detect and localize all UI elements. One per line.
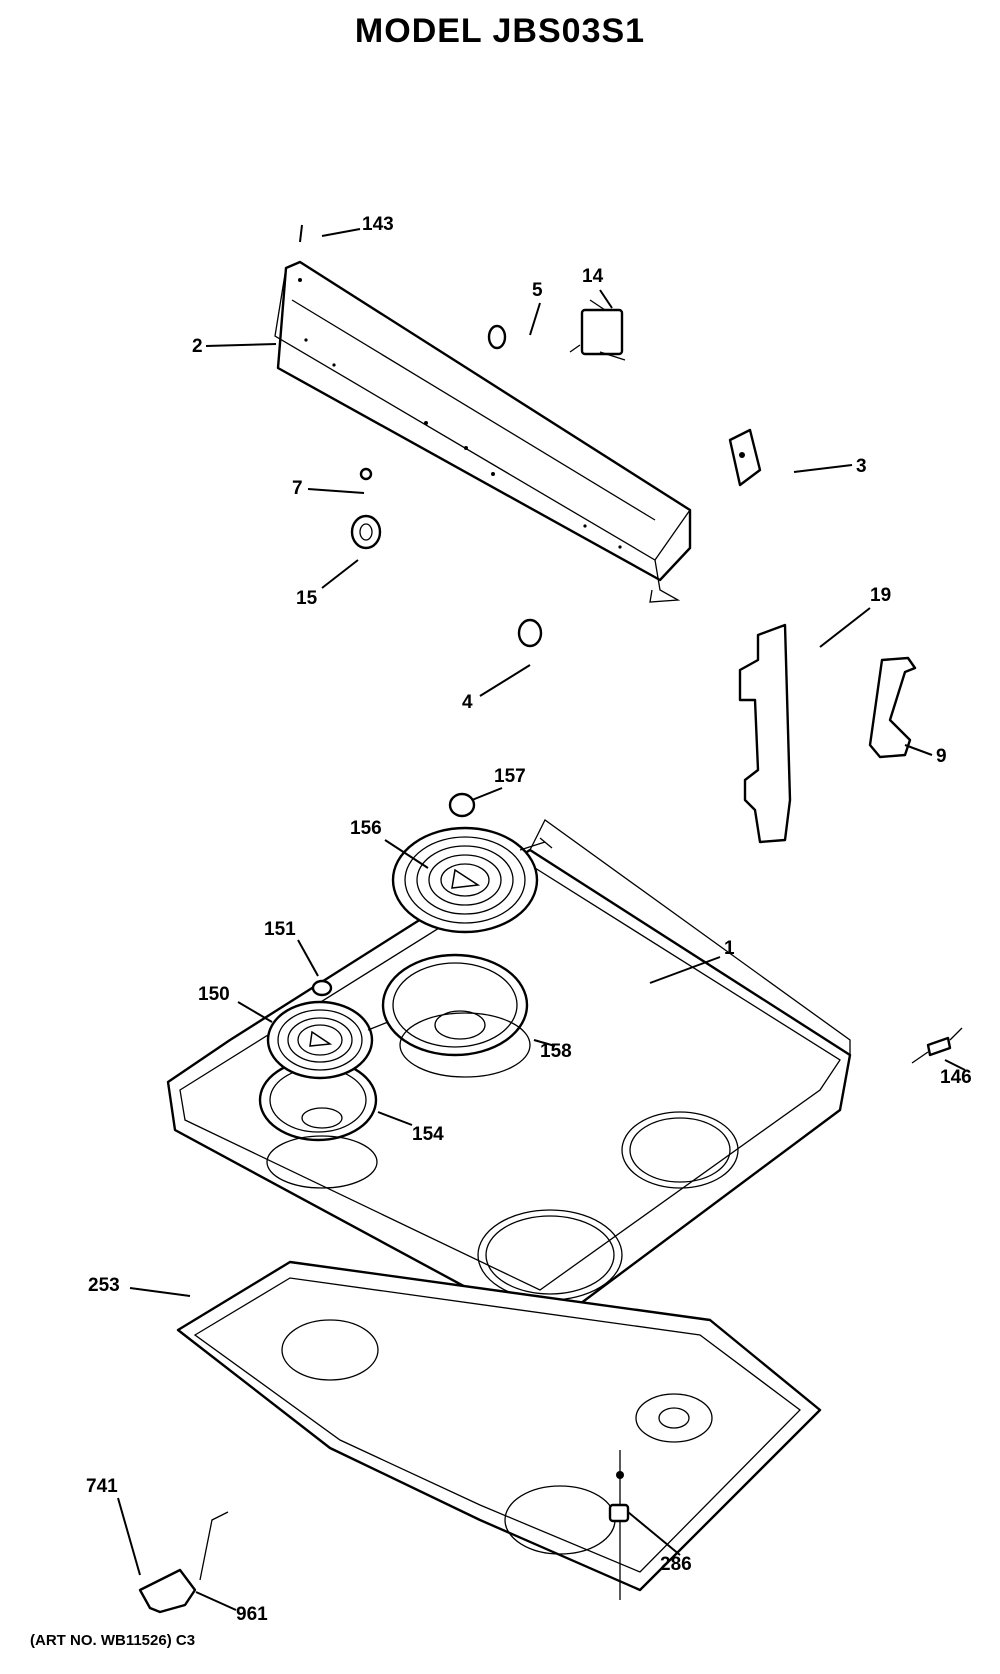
callout-156: 156 bbox=[350, 818, 382, 839]
screw-part bbox=[299, 224, 303, 243]
callout-15: 15 bbox=[296, 588, 318, 609]
burner-box-part bbox=[176, 1260, 822, 1592]
large-surface-element bbox=[381, 826, 553, 1078]
callout-286: 286 bbox=[660, 1554, 692, 1575]
callout-158: 158 bbox=[540, 1041, 572, 1062]
callout-7: 7 bbox=[292, 478, 303, 499]
callout-4: 4 bbox=[462, 692, 473, 713]
control-panel-part bbox=[274, 260, 692, 603]
callout-253: 253 bbox=[88, 1275, 120, 1296]
bracket-part bbox=[738, 623, 792, 844]
callout-labels: 143 2 5 14 3 7 15 19 4 9 157 156 1 151 1… bbox=[86, 214, 972, 1625]
callout-961: 961 bbox=[236, 1604, 268, 1625]
callout-9: 9 bbox=[936, 746, 947, 767]
callout-1: 1 bbox=[724, 938, 735, 959]
knob-insert-part bbox=[517, 618, 543, 648]
callout-3: 3 bbox=[856, 456, 867, 477]
callout-14: 14 bbox=[582, 266, 604, 287]
cord-clamp-part bbox=[138, 1511, 229, 1614]
art-number: (ART NO. WB11526) C3 bbox=[30, 1632, 196, 1649]
screw-146-part bbox=[911, 1027, 963, 1064]
callout-146: 146 bbox=[940, 1067, 972, 1088]
callout-151: 151 bbox=[264, 919, 296, 940]
terminal-block-part bbox=[448, 792, 476, 818]
switch-part bbox=[569, 299, 626, 361]
callout-5: 5 bbox=[532, 280, 543, 301]
handle-part bbox=[868, 656, 917, 759]
control-knob-part bbox=[350, 514, 382, 550]
callout-143: 143 bbox=[362, 214, 394, 235]
callout-741: 741 bbox=[86, 1476, 118, 1497]
callout-19: 19 bbox=[870, 585, 891, 606]
callout-154: 154 bbox=[412, 1124, 444, 1145]
callout-157: 157 bbox=[494, 766, 526, 787]
callout-150: 150 bbox=[198, 984, 230, 1005]
infinite-switch-part bbox=[728, 428, 762, 487]
page-title: MODEL JBS03S1 bbox=[354, 12, 646, 50]
leader-lines bbox=[117, 228, 966, 1611]
callout-2: 2 bbox=[192, 336, 203, 357]
receptacle-part bbox=[311, 979, 333, 997]
small-surface-element bbox=[258, 1000, 389, 1189]
knob-part bbox=[487, 324, 507, 350]
small-clip-part bbox=[359, 467, 373, 481]
